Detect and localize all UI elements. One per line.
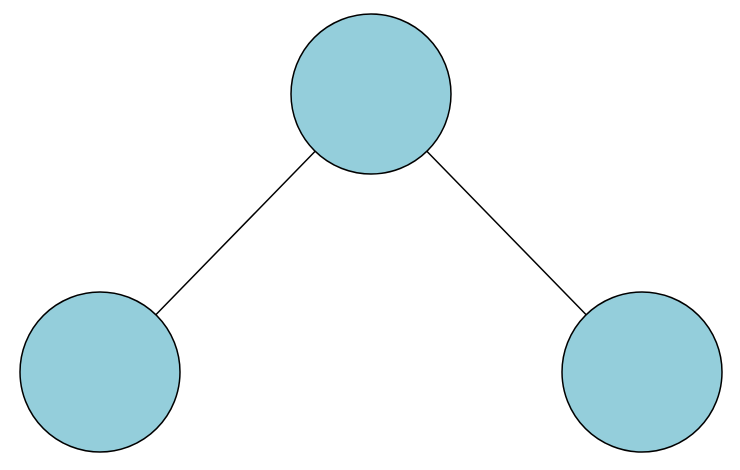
edge-root-to-left-child <box>155 150 316 316</box>
edges <box>155 150 587 316</box>
nodes <box>19 13 723 453</box>
node-circle <box>290 13 452 175</box>
edge-root-to-right-child <box>426 150 587 316</box>
node-root <box>290 13 452 175</box>
node-left-child <box>19 291 181 453</box>
node-circle <box>19 291 181 453</box>
node-circle <box>561 291 723 453</box>
node-right-child <box>561 291 723 453</box>
